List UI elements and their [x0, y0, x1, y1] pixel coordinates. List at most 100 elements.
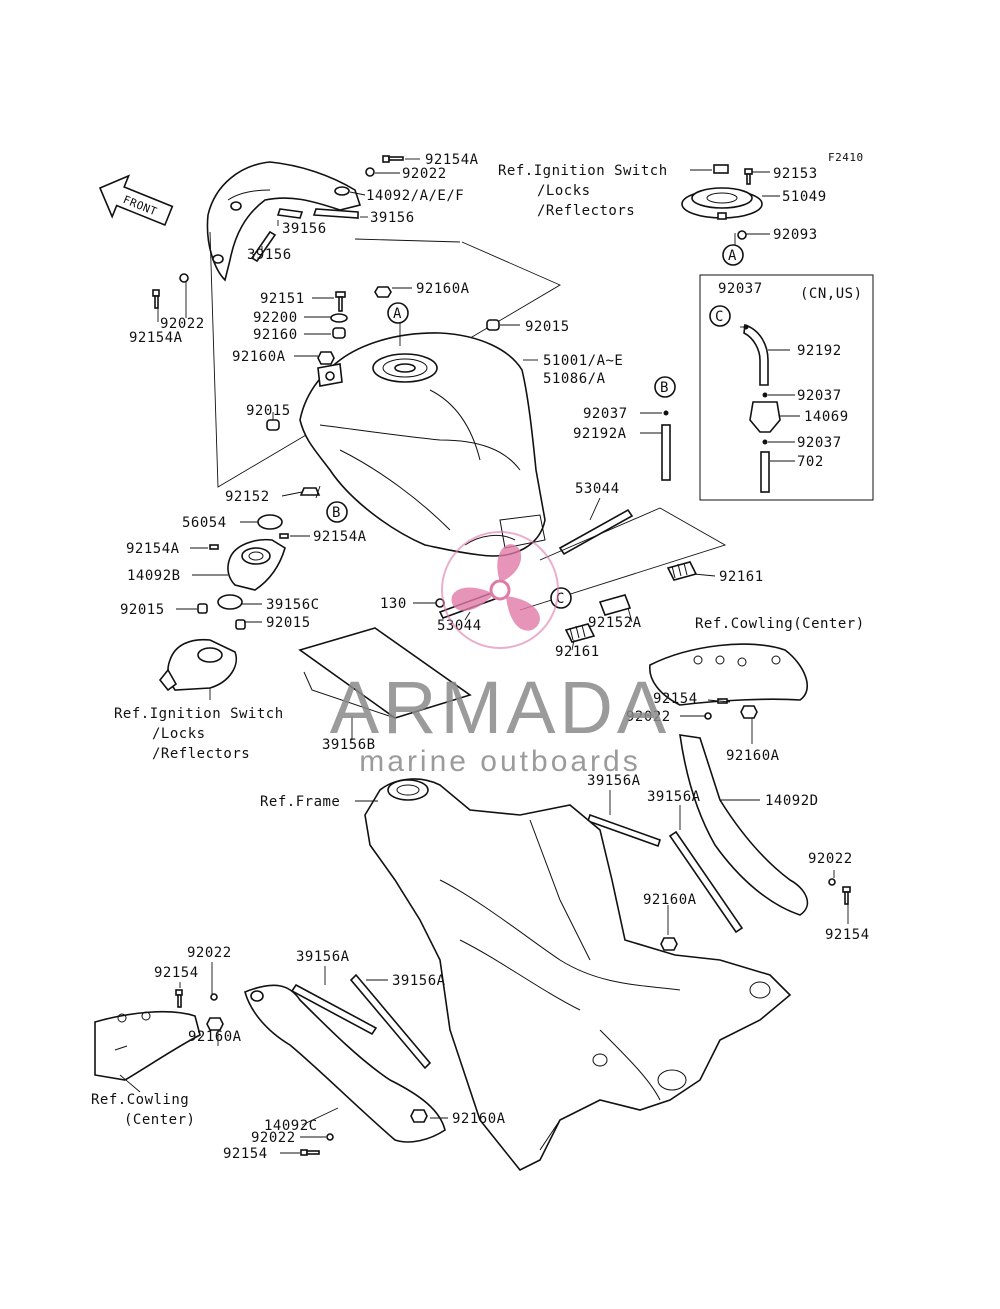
clamp-92037-2 — [762, 392, 768, 398]
damper-92015-left — [266, 419, 280, 431]
fuel-tank-51001 — [299, 332, 546, 557]
strip-39156A-l2 — [349, 973, 432, 1070]
part-label-92037: 92037 — [797, 388, 842, 404]
strip-39156A-l1 — [290, 983, 378, 1036]
washer-92022-r2 — [828, 878, 836, 886]
part-label-39156b: 39156B — [322, 737, 376, 753]
ref-ignition-left-1: Ref.Ignition Switch — [114, 706, 284, 722]
ref-ignition-left-3: /Reflectors — [152, 746, 250, 762]
part-label-92154: 92154 — [825, 927, 870, 943]
nut-92160A — [317, 351, 335, 365]
part-label-39156a: 39156A — [587, 773, 641, 789]
part-label-92154: 92154 — [653, 691, 698, 707]
callout-letter: B — [660, 380, 669, 396]
washer-92093 — [737, 230, 747, 240]
part-label-92160a: 92160A — [452, 1111, 506, 1127]
bolt-92154A-b1 — [209, 544, 219, 550]
damper-92015-b2 — [235, 619, 246, 630]
part-label-92037: 92037 — [718, 281, 763, 297]
part-label-39156: 39156 — [247, 247, 292, 263]
part-label-92022: 92022 — [187, 945, 232, 961]
bolt-92154-l2 — [300, 1149, 320, 1156]
grommet-92160 — [332, 327, 346, 339]
part-label-39156c: 39156C — [266, 597, 320, 613]
part-label-92015: 92015 — [525, 319, 570, 335]
part-label-92160a: 92160A — [416, 281, 470, 297]
ref-cowling-center-right: Ref.Cowling(Center) — [695, 616, 865, 632]
part-label-14092b: 14092B — [127, 568, 181, 584]
cap-92161-right — [666, 561, 698, 581]
part-label-92022: 92022 — [160, 316, 205, 332]
hose-92192A — [661, 424, 671, 481]
part-label-92160a: 92160A — [188, 1029, 242, 1045]
part-label-92015: 92015 — [120, 602, 165, 618]
ref-ignition-top-2: /Locks — [537, 183, 591, 199]
washer-92022-left — [179, 273, 189, 283]
part-label-92037: 92037 — [583, 406, 628, 422]
ref-cowling-left-2: (Center) — [124, 1112, 195, 1128]
part-label-92152a: 92152A — [588, 615, 642, 631]
ref-ignition-top-3: /Reflectors — [537, 203, 635, 219]
bolt-92154A-top — [382, 155, 404, 163]
part-label-130: 130 — [380, 596, 407, 612]
frame — [364, 778, 792, 1172]
part-label-51001-a-e: 51001/A~E — [543, 353, 623, 369]
part-label-51086-a: 51086/A — [543, 371, 606, 387]
part-label-92153: 92153 — [773, 166, 818, 182]
part-label-92022: 92022 — [251, 1130, 296, 1146]
watermark: ARMADA marine outboards — [330, 531, 666, 778]
part-label-92160a: 92160A — [643, 892, 697, 908]
washer-92022-top — [365, 167, 375, 177]
strip-39156A-r1 — [586, 813, 662, 848]
watermark-subtitle: marine outboards — [359, 745, 640, 778]
collar-92152A — [598, 594, 632, 616]
part-label-92160a: 92160A — [232, 349, 286, 365]
part-label-92192a: 92192A — [573, 426, 627, 442]
leader-lines — [119, 158, 849, 1154]
callout-B-hose: B — [654, 376, 676, 398]
bolt-92154A-b2 — [279, 533, 289, 539]
nut-92160A-r — [660, 937, 678, 951]
callout-letter: A — [728, 248, 737, 264]
part-label-92154a: 92154A — [425, 152, 479, 168]
part-label-92015: 92015 — [266, 615, 311, 631]
cowling-center-left — [94, 1010, 201, 1081]
ref-frame: Ref.Frame — [260, 794, 340, 810]
callout-B-tank: B — [326, 501, 348, 523]
figure-code: F2410 — [828, 151, 864, 164]
part-label-14069: 14069 — [804, 409, 849, 425]
ref-cowling-left-1: Ref.Cowling — [91, 1092, 189, 1108]
bolt-92154-r2 — [842, 886, 851, 905]
part-label-14092c: 14092C — [264, 1118, 318, 1134]
part-label-92151: 92151 — [260, 291, 305, 307]
clamp-92037-3 — [762, 439, 768, 445]
ref-ignition-left-2: /Locks — [152, 726, 206, 742]
cowling-center-right — [649, 643, 809, 706]
hose-702 — [760, 451, 770, 493]
part-label-14092d: 14092D — [765, 793, 819, 809]
nut-92160A-r2 — [740, 705, 758, 719]
part-label-92022: 92022 — [808, 851, 853, 867]
part-label-92154: 92154 — [223, 1146, 268, 1162]
part-label-53044: 53044 — [437, 618, 482, 634]
part-label-92161: 92161 — [555, 644, 600, 660]
nut-92160A-top — [374, 286, 392, 298]
part-label-53044: 53044 — [575, 481, 620, 497]
part-label-39156a: 39156A — [392, 973, 446, 989]
callout-C-tank: C — [550, 587, 572, 609]
damper-92015-top — [486, 319, 500, 331]
washer-92200 — [330, 313, 348, 323]
callout-A-tank: A — [387, 302, 409, 324]
part-label-92192: 92192 — [797, 343, 842, 359]
part-label-92022: 92022 — [626, 709, 671, 725]
part-label-702: 702 — [797, 454, 824, 470]
part-label-92152: 92152 — [225, 489, 270, 505]
collar-92152 — [299, 487, 321, 496]
callout-C-box: C — [709, 305, 731, 327]
callout-A-cap: A — [722, 244, 744, 266]
washer-92022-l2 — [326, 1133, 334, 1141]
propeller-logo-icon — [441, 531, 559, 649]
part-label-92161: 92161 — [719, 569, 764, 585]
part-label-92015: 92015 — [246, 403, 291, 419]
